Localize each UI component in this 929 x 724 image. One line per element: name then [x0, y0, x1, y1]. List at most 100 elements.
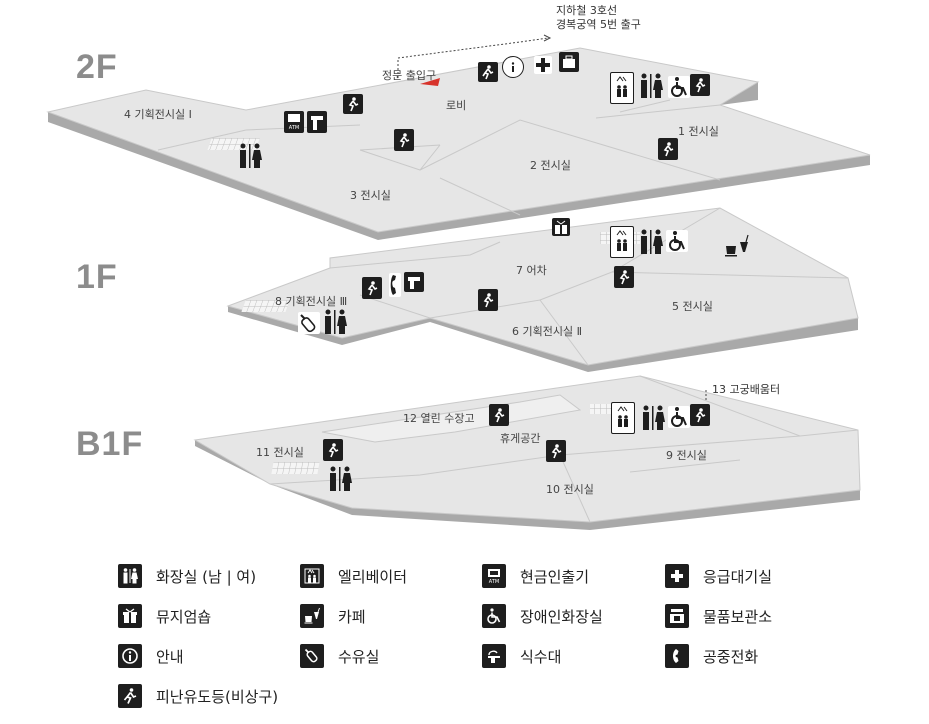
info-icon: [118, 644, 142, 668]
emergency-exit-icon: [394, 129, 414, 151]
water-fountain-icon: [307, 111, 327, 133]
legend-label: 응급대기실: [703, 567, 773, 586]
first-aid-icon: [665, 564, 689, 588]
floor-map: 2F 1F B1F 4 기획전시실 Ⅰ 1 전시실 2 전시실 3 전시실 로비…: [46, 4, 871, 530]
info-icon: [502, 56, 524, 78]
accessible-restroom-icon: [668, 406, 690, 428]
legend-label: 현금인출기: [520, 567, 590, 586]
gift-icon: [118, 604, 142, 628]
cafe-icon: [724, 234, 750, 258]
legend-label: 물품보관소: [703, 607, 773, 626]
cafe-icon: [300, 604, 324, 628]
entrance-marker: [420, 78, 440, 86]
restroom-icon: [237, 142, 263, 170]
elevator-icon: [300, 564, 324, 588]
first-aid-icon: [534, 56, 552, 74]
subway-arrow-icon: [543, 34, 552, 42]
restroom-icon: [640, 404, 666, 432]
water-fountain-icon: [482, 644, 506, 668]
floor-map-drawing: [46, 34, 871, 530]
elevator-icon: [610, 72, 634, 104]
accessible-restroom-icon: [666, 230, 688, 252]
nursing-room-icon: [300, 644, 324, 668]
emergency-exit-icon: [614, 266, 634, 288]
nursing-room-icon: [298, 312, 320, 334]
subway-note-line1: 지하철 3호선: [556, 4, 618, 17]
phone-icon: [665, 644, 689, 668]
emergency-exit-icon: [546, 440, 566, 462]
locker-icon: [665, 604, 689, 628]
restroom-icon: [118, 564, 142, 588]
room-label: 휴게공간: [500, 432, 541, 445]
emergency-exit-icon: [690, 404, 710, 426]
floor-1f-plate: [226, 207, 859, 372]
svg-text:ATM: ATM: [289, 125, 299, 131]
entrance-label: 정문 출입구: [382, 69, 437, 82]
water-fountain-icon: [404, 272, 424, 292]
legend-item-restroom: 화장실 (남 | 여): [118, 563, 256, 589]
emergency-exit-icon: [118, 684, 142, 708]
emergency-exit-icon: [478, 289, 498, 311]
legend-label: 안내: [156, 647, 184, 666]
elevator-icon: [610, 226, 634, 258]
gift-icon: [552, 218, 570, 236]
restroom-icon: [327, 465, 353, 493]
legend-item-elevator: 엘리베이터: [300, 563, 407, 589]
locker-icon: [559, 52, 579, 72]
legend-label: 공중전화: [703, 647, 759, 666]
accessible-restroom-icon: [668, 76, 690, 98]
legend-item-first-aid: 응급대기실: [665, 563, 772, 589]
restroom-icon: [638, 228, 664, 256]
room-label: 3 전시실: [350, 189, 391, 202]
emergency-exit-icon: [690, 74, 710, 96]
emergency-exit-icon: [343, 94, 363, 114]
atm-icon: ATM: [284, 111, 304, 133]
floor-label-b1f: B1F: [76, 425, 144, 463]
legend-item-phone: 공중전화: [665, 643, 758, 669]
legend-item-emergency-exit: 피난유도등(비상구): [118, 683, 278, 709]
subway-path: [397, 37, 549, 78]
room-label: 5 전시실: [672, 300, 713, 313]
legend-label: 장애인화장실: [520, 607, 603, 626]
svg-text:ATM: ATM: [489, 579, 499, 585]
legend-item-locker: 물품보관소: [665, 603, 772, 629]
restroom-icon: [322, 308, 348, 336]
room-label: 7 어차: [516, 264, 547, 277]
legend-item-nursing-room: 수유실: [300, 643, 379, 669]
room-label: 6 기획전시실 Ⅱ: [512, 325, 583, 338]
legend-item-info: 안내: [118, 643, 184, 669]
restroom-icon: [638, 72, 664, 100]
floor-label-1f: 1F: [76, 258, 118, 296]
room-label: 11 전시실: [256, 446, 304, 459]
legend-label: 뮤지엄숍: [156, 607, 212, 626]
legend-item-atm: ATM 현금인출기: [482, 563, 589, 589]
emergency-exit-icon: [362, 277, 382, 299]
learning-center-note: 13 고궁배움터: [712, 383, 781, 396]
room-label: 9 전시실: [666, 449, 707, 462]
emergency-exit-icon: [478, 62, 498, 82]
room-label: 4 기획전시실 Ⅰ: [124, 108, 192, 121]
subway-note-line2: 경복궁역 5번 출구: [556, 18, 641, 31]
atm-icon: ATM: [482, 564, 506, 588]
accessible-restroom-icon: [482, 604, 506, 628]
room-label: 10 전시실: [546, 483, 594, 496]
elevator-icon: [611, 402, 635, 434]
legend-item-cafe: 카페: [300, 603, 366, 629]
legend-item-accessible-restroom: 장애인화장실: [482, 603, 603, 629]
floor-2f-plate: [46, 47, 871, 240]
map-legend: 화장실 (남 | 여) 엘리베이터 ATM 현금인출기 응급대기실 뮤지엄숍 카…: [118, 563, 818, 713]
legend-label: 식수대: [520, 647, 562, 666]
room-label: 12 열린 수장고: [403, 412, 475, 425]
legend-label: 화장실 (남 | 여): [156, 567, 257, 586]
legend-label: 수유실: [338, 647, 380, 666]
floor-label-2f: 2F: [76, 48, 118, 86]
phone-icon: [389, 273, 401, 297]
lobby-label: 로비: [446, 99, 467, 112]
room-label: 8 기획전시실 Ⅲ: [275, 295, 348, 308]
legend-label: 카페: [338, 607, 366, 626]
room-label: 1 전시실: [678, 125, 719, 138]
emergency-exit-icon: [658, 138, 678, 160]
emergency-exit-icon: [489, 404, 509, 426]
room-label: 2 전시실: [530, 159, 571, 172]
emergency-exit-icon: [323, 439, 343, 461]
